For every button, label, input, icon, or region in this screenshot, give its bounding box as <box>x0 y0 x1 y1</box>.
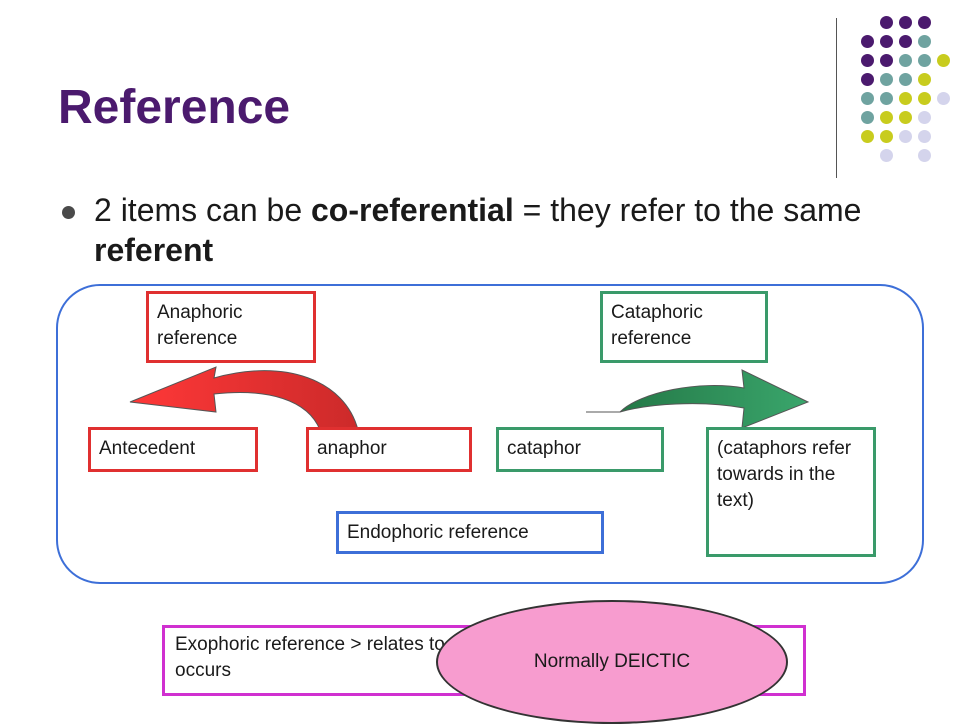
cataphoric-curved-arrow <box>586 369 810 429</box>
anaphor-box: anaphor <box>306 427 472 472</box>
decorative-dot <box>899 130 912 143</box>
bullet-text-part2: = they refer to the same <box>513 192 862 228</box>
decorative-dot <box>899 35 912 48</box>
decorative-dot <box>899 54 912 67</box>
term-co-referential: co-referential <box>311 192 514 228</box>
decorative-dot <box>880 73 893 86</box>
decorative-dot <box>880 111 893 124</box>
bullet-icon <box>62 206 75 219</box>
term-referent: referent <box>94 232 214 268</box>
decorative-dot <box>918 35 931 48</box>
decorative-dot <box>861 130 874 143</box>
decorative-dot <box>861 92 874 105</box>
cataphor-box: cataphor <box>496 427 664 472</box>
decorative-dot <box>918 111 931 124</box>
decorative-dot <box>899 73 912 86</box>
decorative-dot <box>918 149 931 162</box>
decorative-dot <box>937 92 950 105</box>
antecedent-box: Antecedent <box>88 427 258 472</box>
deictic-ellipse: Normally DEICTIC <box>436 600 788 724</box>
decorative-dot <box>880 130 893 143</box>
anaphoric-curved-arrow <box>129 366 359 431</box>
decorative-dot <box>861 54 874 67</box>
decorative-dot <box>918 92 931 105</box>
decorative-dot <box>899 92 912 105</box>
anaphoric-reference-box: Anaphoric reference <box>146 291 316 363</box>
decorative-dot <box>880 54 893 67</box>
decorative-dot <box>861 73 874 86</box>
decorative-dot <box>918 130 931 143</box>
decorative-dot <box>899 111 912 124</box>
decorative-dot <box>880 35 893 48</box>
decorative-dot <box>918 54 931 67</box>
decorative-dot <box>861 111 874 124</box>
decorative-dot <box>937 54 950 67</box>
decorative-dot <box>918 16 931 29</box>
endophoric-reference-box: Endophoric reference <box>336 511 604 554</box>
decorative-dot <box>918 73 931 86</box>
bullet-text: 2 items can be co-referential = they ref… <box>94 190 894 270</box>
bullet-text-part1: 2 items can be <box>94 192 311 228</box>
decorative-dot <box>880 92 893 105</box>
cataphors-note-box: (cataphors refer towards in the text) <box>706 427 876 557</box>
decorative-dot <box>880 149 893 162</box>
slide-title: Reference <box>58 81 291 134</box>
decorative-vertical-line <box>836 18 837 178</box>
decorative-dot <box>899 16 912 29</box>
decorative-dot <box>861 35 874 48</box>
endophoric-frame <box>56 284 924 584</box>
cataphoric-reference-box: Cataphoric reference <box>600 291 768 363</box>
decorative-dot <box>880 16 893 29</box>
